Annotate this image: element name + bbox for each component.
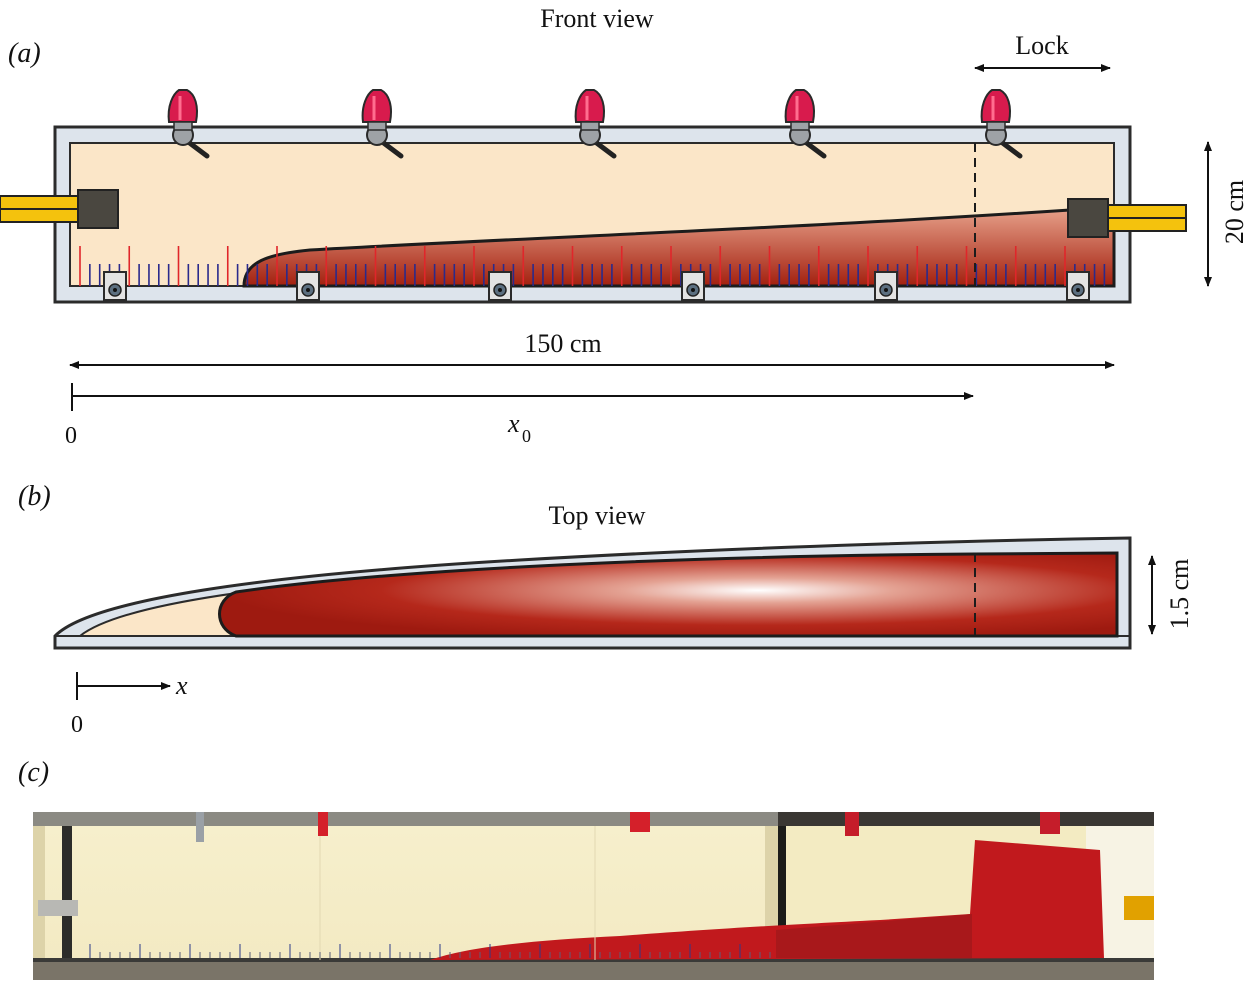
right-rod [1067,198,1187,238]
top-view-title: Top view [548,501,645,530]
bolt-icon [681,271,705,301]
top-clamps [167,89,1023,159]
width-label: 1.5 cm [1165,559,1194,630]
clamp-icon [167,89,210,159]
height-label: 20 cm [1220,180,1249,244]
left-rod [0,189,119,229]
front-gravity-current [242,204,1116,288]
clamp-icon [784,89,827,159]
experiment-photo [33,812,1154,980]
top-gravity-current [218,551,1119,638]
lock-label: Lock [1015,31,1068,60]
bolt-icon [296,271,320,301]
bolt-icon [1066,271,1090,301]
front-view-title: Front view [540,4,654,33]
bottom-bolts [103,271,1090,301]
x-axis-label: x [175,671,188,700]
clamp-icon [574,89,617,159]
panel-b-label: (b) [18,481,51,512]
bolt-icon [488,271,512,301]
length-label: 150 cm [524,329,601,358]
x0-subscript: 0 [522,426,531,446]
clamp-icon [980,89,1023,159]
panel-c-label: (c) [18,757,49,788]
panel-a-label: (a) [8,38,41,69]
origin-label-a: 0 [65,423,77,449]
bolt-icon [103,271,127,301]
origin-label-b: 0 [71,712,83,738]
clamp-icon [361,89,404,159]
x0-label: x [507,409,520,438]
bolt-icon [874,271,898,301]
